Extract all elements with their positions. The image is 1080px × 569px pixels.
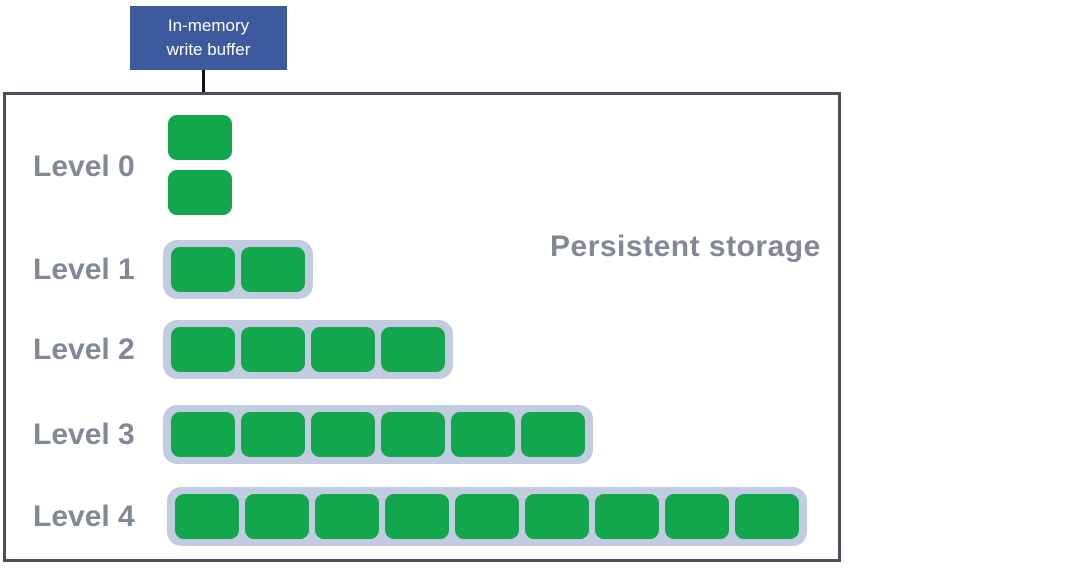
sstable-block bbox=[171, 247, 235, 292]
sstable-group-level-1 bbox=[163, 240, 313, 299]
sstable-block bbox=[171, 412, 235, 457]
sstable-block bbox=[311, 327, 375, 372]
sstable-block bbox=[168, 115, 232, 160]
persistent-storage-label: Persistent storage bbox=[550, 230, 821, 263]
sstable-block bbox=[525, 494, 589, 539]
sstable-block bbox=[451, 412, 515, 457]
sstable-block bbox=[175, 494, 239, 539]
level-label-4: Level 4 bbox=[33, 500, 135, 533]
sstable-block bbox=[171, 327, 235, 372]
sstable-block bbox=[381, 412, 445, 457]
sstable-group-level-2 bbox=[163, 320, 453, 379]
sstable-block bbox=[735, 494, 799, 539]
sstable-block bbox=[241, 327, 305, 372]
sstable-block bbox=[385, 494, 449, 539]
sstable-block bbox=[241, 412, 305, 457]
sstable-block bbox=[168, 170, 232, 215]
down-arrow-shaft bbox=[202, 70, 205, 102]
write-buffer-callout-line2: write buffer bbox=[166, 40, 251, 59]
sstable-block bbox=[381, 327, 445, 372]
level-label-2: Level 2 bbox=[33, 333, 135, 366]
sstable-block bbox=[521, 412, 585, 457]
sstable-block bbox=[315, 494, 379, 539]
sstable-block bbox=[241, 247, 305, 292]
sstable-block bbox=[311, 412, 375, 457]
sstable-block bbox=[455, 494, 519, 539]
write-buffer-callout: In-memory write buffer bbox=[130, 6, 287, 70]
level-label-0: Level 0 bbox=[33, 150, 135, 183]
sstable-block bbox=[595, 494, 659, 539]
level-label-1: Level 1 bbox=[33, 253, 135, 286]
sstable-group-level-4 bbox=[167, 487, 807, 546]
persistent-storage-box: Persistent storage Level 0 Level 1 Level 2… bbox=[3, 92, 841, 562]
sstable-block bbox=[665, 494, 729, 539]
sstable-group-level-3 bbox=[163, 405, 593, 464]
memtable-flush-stack bbox=[168, 115, 232, 215]
write-buffer-callout-line1: In-memory bbox=[167, 16, 250, 36]
sstable-block bbox=[245, 494, 309, 539]
level-label-3: Level 3 bbox=[33, 418, 135, 451]
